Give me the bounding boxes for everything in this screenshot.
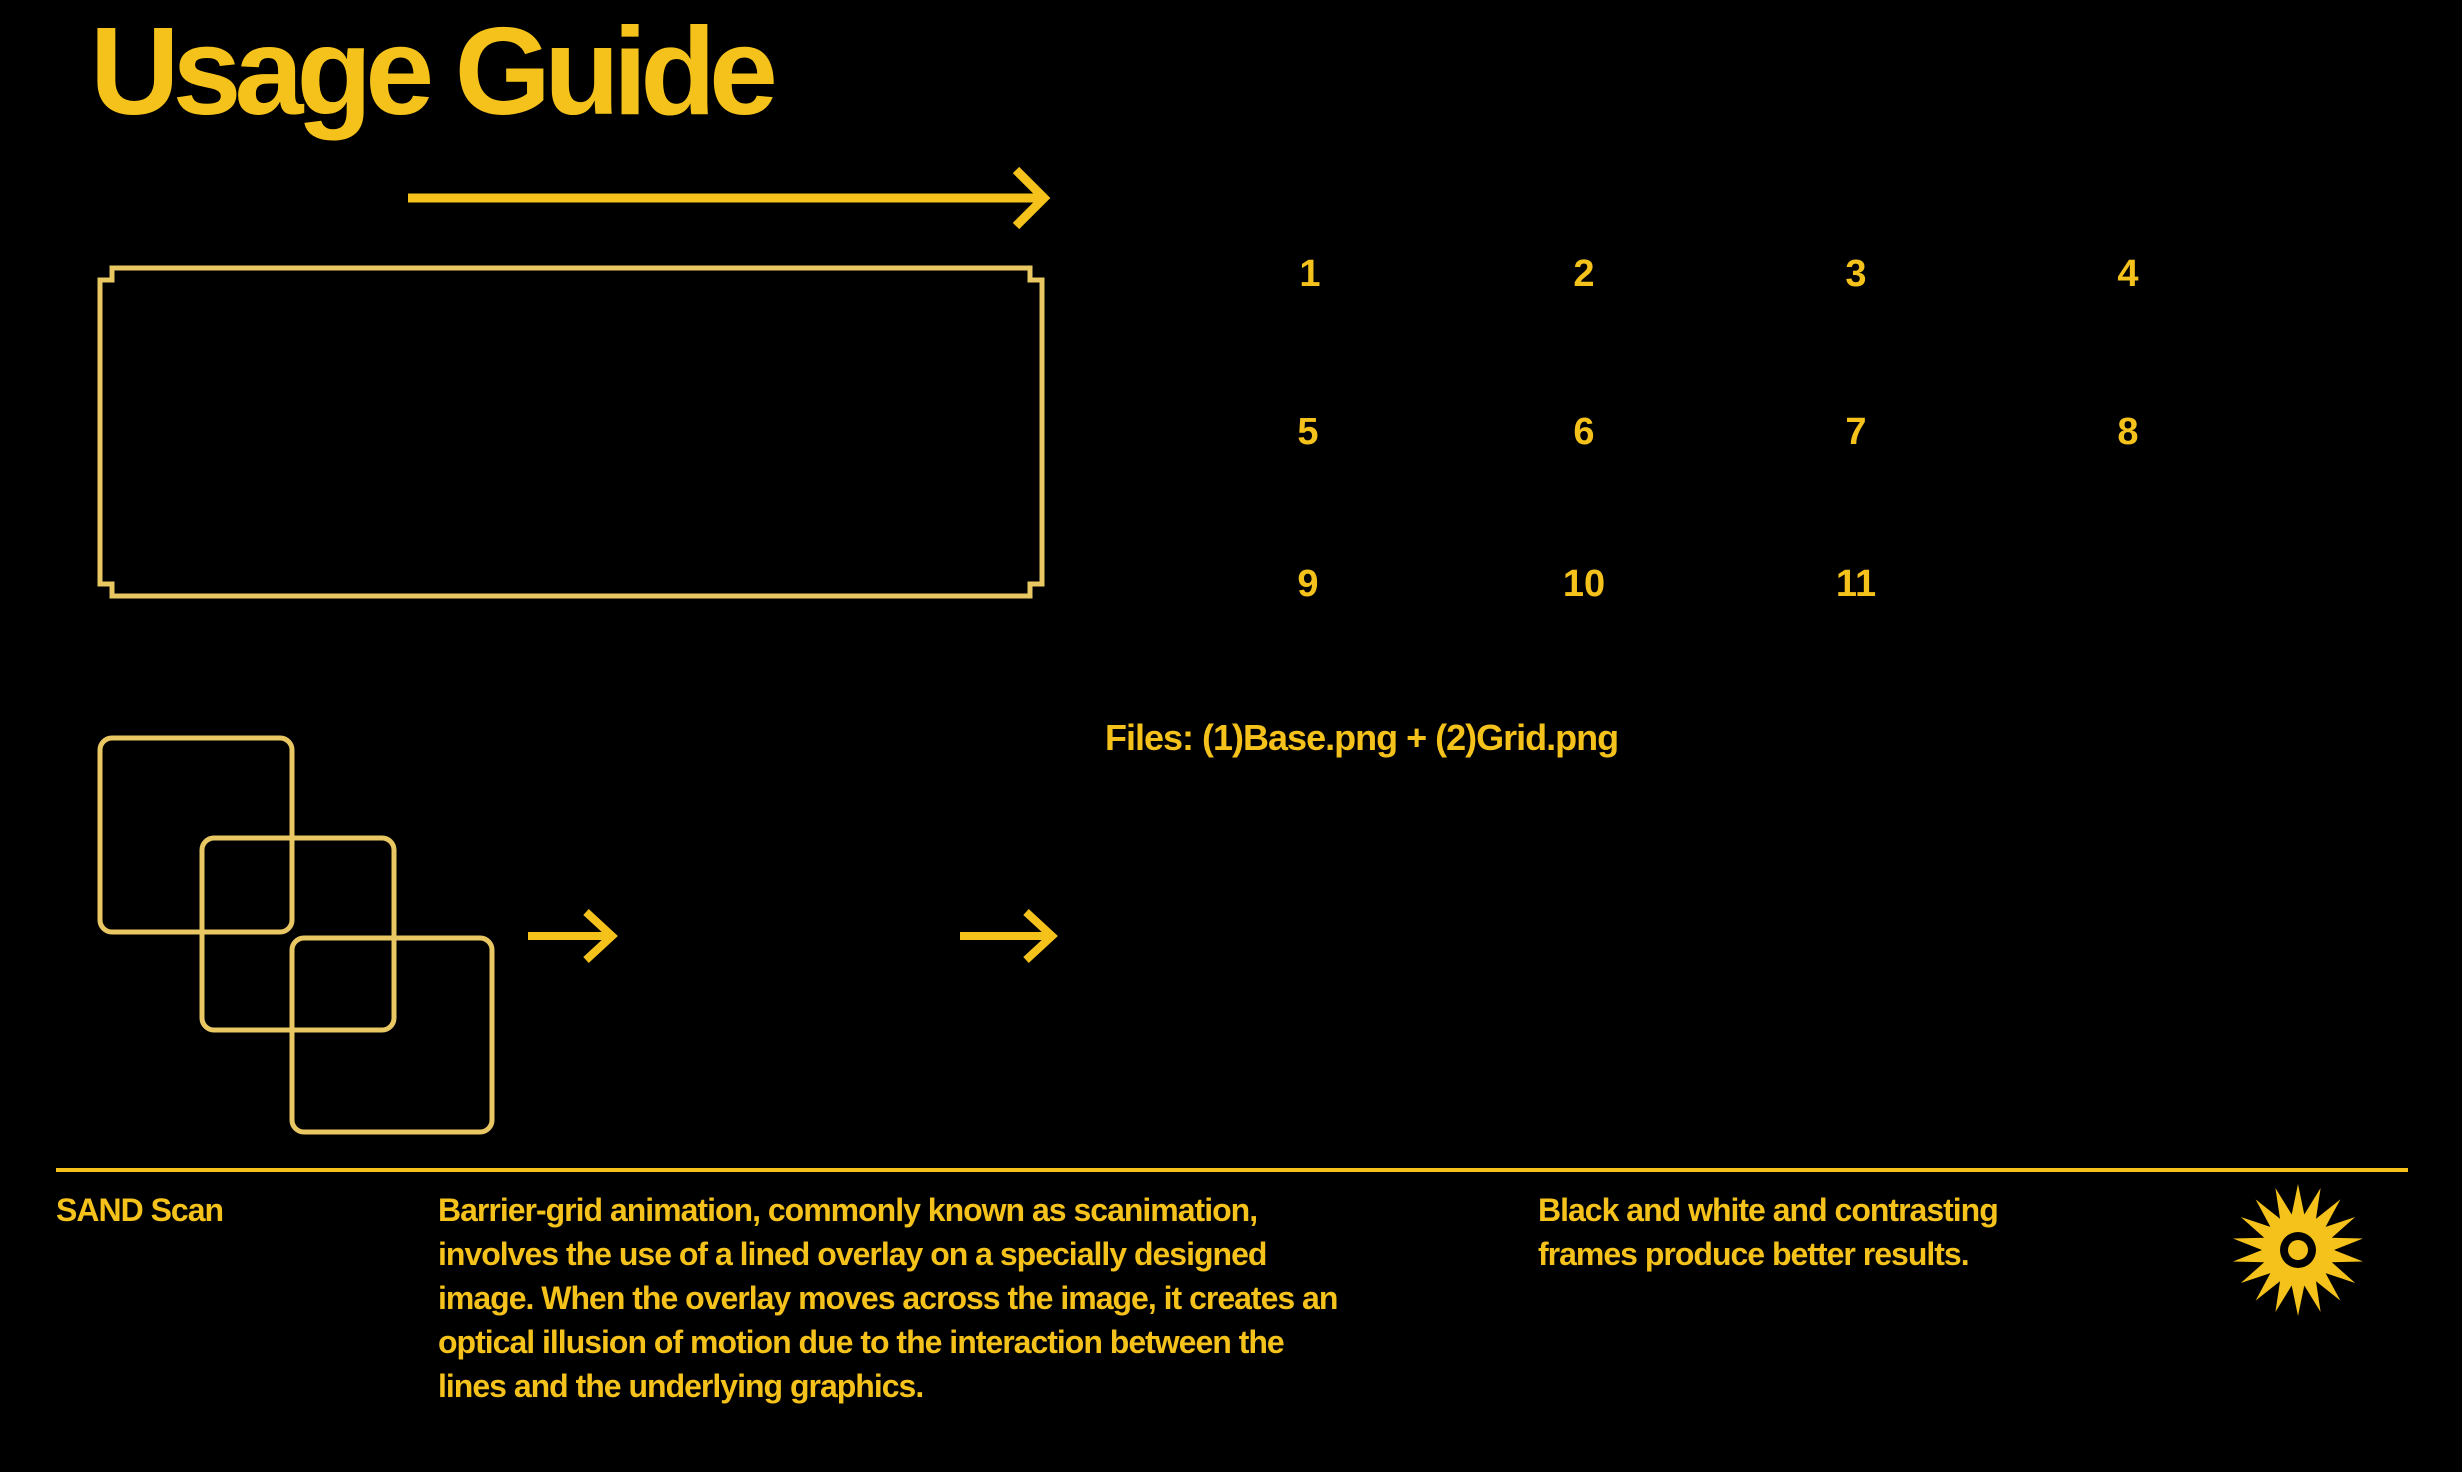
description-text: Barrier-grid animation, commonly known a… [438, 1192, 1338, 1404]
files-caption: Files: (1)Base.png + (2)Grid.png [1105, 717, 1619, 758]
tip-text: Black and white and contrasting frames p… [1538, 1192, 1999, 1272]
frame-number: 4 [2117, 253, 2139, 295]
starburst-logo-icon [2233, 1184, 2363, 1316]
footer-divider [56, 1168, 2408, 1172]
frame-number: 11 [1835, 563, 1877, 605]
frame-number: 8 [2117, 411, 2139, 453]
frame-number: 7 [1845, 411, 1867, 453]
frame-number: 10 [1562, 563, 1606, 605]
frame-number: 3 [1845, 253, 1867, 295]
frame-number: 1 [1299, 253, 1321, 295]
layered-frames-illustration [97, 735, 495, 1135]
frame-number: 2 [1573, 253, 1595, 295]
frame-number: 9 [1297, 563, 1319, 605]
frame-number: 6 [1573, 411, 1595, 453]
short-arrow-right-icon [960, 909, 1058, 963]
frame-number: 5 [1297, 411, 1319, 453]
page-title: Usage Guide [90, 3, 778, 141]
short-arrow-right-icon [528, 909, 618, 963]
brand-name: SAND Scan [56, 1192, 224, 1228]
long-arrow-right-icon [408, 166, 1051, 230]
preview-frame-box [97, 265, 1045, 599]
